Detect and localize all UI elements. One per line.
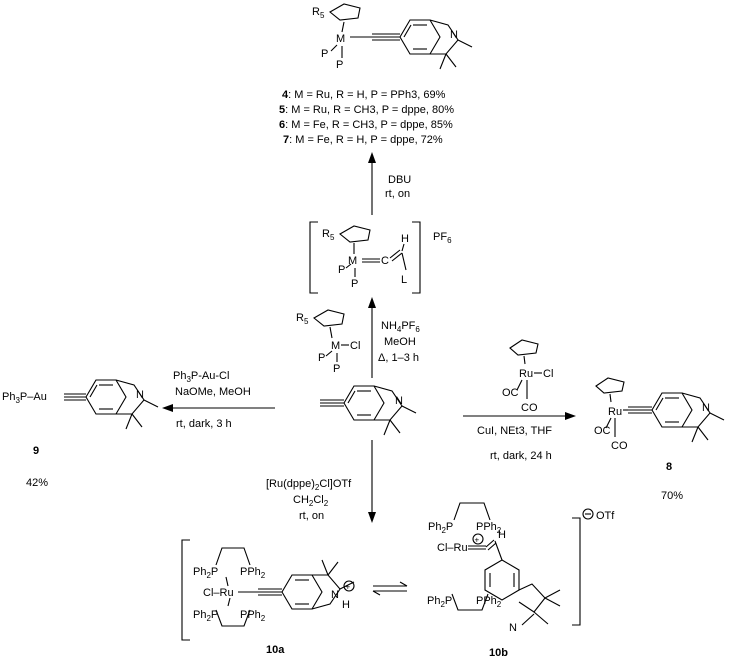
top-p1-label: P — [321, 48, 328, 60]
c9-indol-n: N — [136, 389, 144, 401]
c10a-ph2p-1: Ph2P — [193, 566, 218, 580]
c10a-n: N — [331, 589, 339, 601]
center-indol-n: N — [395, 395, 403, 407]
svg-text:4: M = Ru, R = H, P = PPh3, 69: 4: M = Ru, R = H, P = PPh3, 69% — [282, 89, 446, 101]
ruco-oc: OC — [502, 387, 519, 399]
c10a-h: H — [342, 599, 350, 611]
dbu-line2: rt, on — [385, 188, 410, 200]
c8-yield: 70% — [661, 490, 683, 502]
vinylidene-p1: P — [338, 264, 345, 276]
c8-oc: OC — [594, 425, 611, 437]
c10b-plus: + — [475, 536, 480, 545]
metal-chloride: R5 M Cl P P — [296, 309, 360, 375]
nh4pf6-arrow: NH4PF6 MeOH Δ, 1–3 h — [368, 297, 420, 378]
c10b-number: 10b — [489, 647, 508, 659]
vinylidene-counterion: PF6 — [433, 231, 452, 245]
dppe-line3: rt, on — [299, 510, 324, 522]
c10a-plus: + — [346, 583, 351, 592]
svg-text:6: M = Fe, R = CH3, P = dppe,: 6: M = Fe, R = CH3, P = dppe, 85% — [279, 119, 453, 131]
c10a-pph2-2: PPh2 — [240, 609, 266, 623]
nh4-line2: MeOH — [384, 336, 416, 348]
top-indol-n: N — [450, 29, 458, 41]
compound-10a: Ph2P PPh2 Cl–Ru Ph2P PPh2 N H + 10a — [181, 539, 355, 656]
top-yield-list: 4: M = Ru, R = H, P = PPh3, 69% 5: M = R… — [279, 89, 454, 146]
svg-text:5: M = Ru, R = CH3, P = dppe,: 5: M = Ru, R = CH3, P = dppe, 80% — [279, 104, 454, 116]
vinylidene-c: C — [381, 255, 389, 267]
c10b-ph2p-1: Ph2P — [428, 521, 453, 535]
c8-number: 8 — [666, 461, 672, 473]
dbu-line1: DBU — [388, 174, 411, 186]
ru-line2: rt, dark, 24 h — [490, 450, 552, 462]
ruco-co: CO — [521, 402, 538, 414]
vinylidene-p2: P — [351, 278, 358, 290]
c8-indol-n: N — [702, 402, 710, 414]
mcl-p1: P — [318, 352, 325, 364]
top-metal-label: M — [336, 33, 345, 45]
c10b-pph2-1: PPh2 — [476, 521, 502, 535]
c10a-pph2-1: PPh2 — [240, 566, 266, 580]
c9-yield: 42% — [26, 477, 48, 489]
gold-line3: rt, dark, 3 h — [176, 418, 232, 430]
vinylidene-metal: M — [348, 255, 357, 267]
c10a-ph2p-2: Ph2P — [193, 609, 218, 623]
top-complex: R5 M P P N — [312, 3, 473, 71]
vinylidene-complex: PF6 R5 M C H L P P — [309, 221, 452, 294]
nh4-line1: NH4PF6 — [381, 320, 420, 334]
svg-text:7: M = Fe, R = H, P = dppe, 72: 7: M = Fe, R = H, P = dppe, 72% — [283, 134, 443, 146]
c8-metal: Ru — [608, 406, 622, 418]
ruco-metal: Ru — [519, 368, 533, 380]
mcl-metal: M — [331, 340, 340, 352]
c10a-clru: Cl–Ru — [203, 587, 234, 599]
compound-10b: Ph2P PPh2 + Cl–Ru H Ph2P PPh2 N OTf 10b — [427, 502, 615, 659]
compound-9: Ph3P–Au N 9 42% — [2, 379, 159, 489]
mcl-p2: P — [333, 363, 340, 375]
vinylidene-l: L — [401, 274, 407, 286]
equilibrium-arrows — [372, 581, 408, 596]
nh4-line3: Δ, 1–3 h — [378, 352, 419, 364]
ru-arrow: CuI, NEt3, THF rt, dark, 24 h — [463, 412, 576, 462]
gold-line2: NaOMe, MeOH — [175, 386, 251, 398]
c10b-ph2p-2: Ph2P — [427, 595, 452, 609]
gold-arrow: Ph3P-Au-Cl NaOMe, MeOH rt, dark, 3 h — [162, 370, 275, 430]
mcl-r-label: R5 — [296, 312, 309, 326]
gold-line1: Ph3P-Au-Cl — [173, 370, 229, 384]
starting-alkyne: N — [320, 385, 417, 436]
c10b-clru: Cl–Ru — [437, 542, 468, 554]
top-p2-label: P — [336, 59, 343, 71]
c10b-counter: OTf — [596, 510, 615, 522]
ruco-cl: Cl — [543, 368, 553, 380]
vinylidene-r-label: R5 — [322, 228, 335, 242]
c10b-pph2-2: PPh2 — [476, 595, 502, 609]
dbu-arrow: DBU rt, on — [368, 152, 411, 215]
dppe-arrow: [Ru(dppe)2Cl]OTf CH2Cl2 rt, on — [266, 440, 376, 523]
mcl-cl: Cl — [350, 340, 360, 352]
c9-number: 9 — [33, 445, 39, 457]
dppe-line1: [Ru(dppe)2Cl]OTf — [266, 478, 352, 492]
ru-co-reagent: Ru Cl OC CO — [502, 339, 553, 414]
top-r-label: R5 — [312, 6, 325, 20]
vinylidene-h: H — [401, 233, 409, 245]
c10a-number: 10a — [266, 644, 285, 656]
compound-8: Ru OC CO N 8 70% — [594, 377, 725, 502]
c10b-h: H — [498, 529, 506, 541]
dppe-line2: CH2Cl2 — [293, 494, 329, 508]
c9-prefix: Ph3P–Au — [2, 391, 47, 405]
c10b-n: N — [509, 622, 517, 634]
ru-line1: CuI, NEt3, THF — [477, 425, 552, 437]
c8-co: CO — [611, 440, 628, 452]
